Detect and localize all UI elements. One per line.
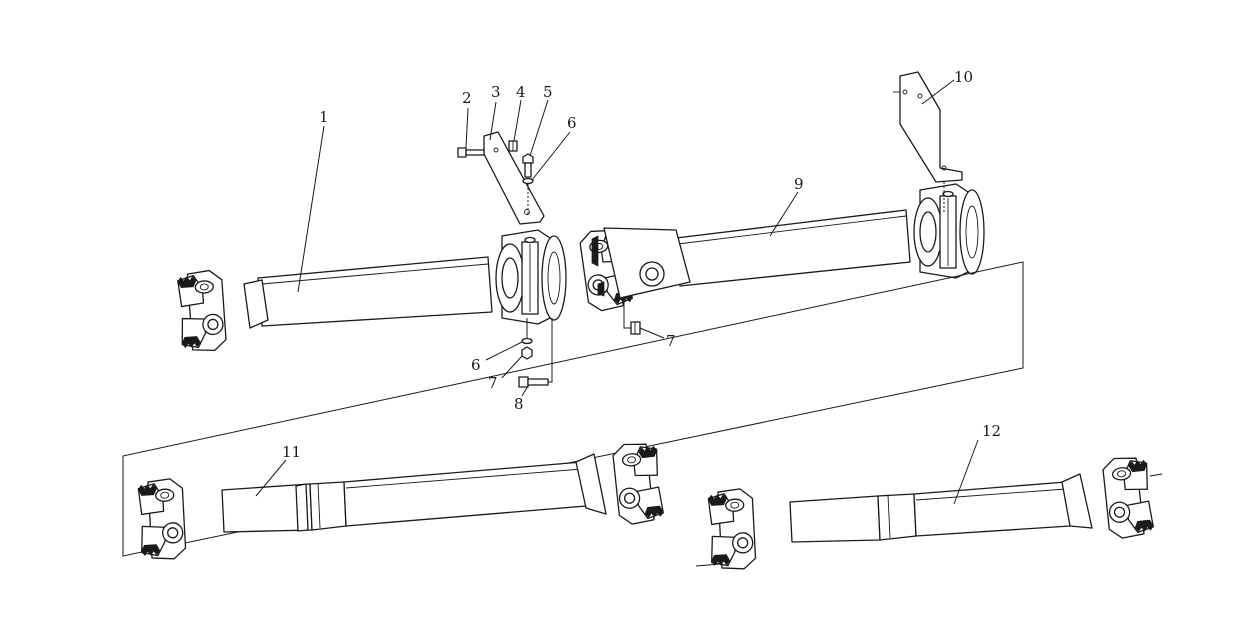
assembled-propeller-shaft-12 (695, 454, 1163, 572)
leader-lines (255, 79, 979, 505)
callout-4: 4 (516, 83, 526, 101)
callout-5: 5 (543, 83, 553, 101)
callout-9: 9 (794, 175, 804, 193)
assembled-propeller-shaft-11 (137, 440, 665, 562)
washer-6-top (522, 177, 534, 185)
callout-6-top: 6 (567, 114, 577, 132)
nut-7-right (630, 321, 641, 335)
callout-7-right: 7 (666, 332, 676, 350)
callout-7-bottom: 7 (488, 374, 498, 392)
nut-4 (508, 140, 518, 152)
nut-7-bottom (521, 346, 533, 360)
callout-6-bottom: 6 (471, 356, 481, 374)
bracket-10 (899, 71, 963, 183)
callout-8: 8 (514, 395, 524, 413)
rear-support-bearing (913, 183, 985, 279)
callout-10: 10 (954, 68, 973, 86)
callout-12: 12 (982, 422, 1001, 440)
callout-11: 11 (282, 443, 301, 461)
front-propeller-shaft (176, 256, 493, 354)
center-support-bearing (495, 229, 567, 325)
assembly-frame (122, 261, 1024, 557)
rear-propeller-shaft (578, 209, 911, 313)
bolt-8 (518, 376, 549, 388)
callout-3: 3 (491, 83, 501, 101)
washer-6-bottom (521, 337, 533, 345)
callout-labels: 1 2 3 4 5 6 6 7 7 8 9 10 11 12 (282, 68, 1001, 461)
callout-1: 1 (319, 108, 329, 126)
callout-2: 2 (462, 89, 472, 107)
bolt-5 (522, 153, 534, 178)
bolt-2 (457, 147, 485, 158)
